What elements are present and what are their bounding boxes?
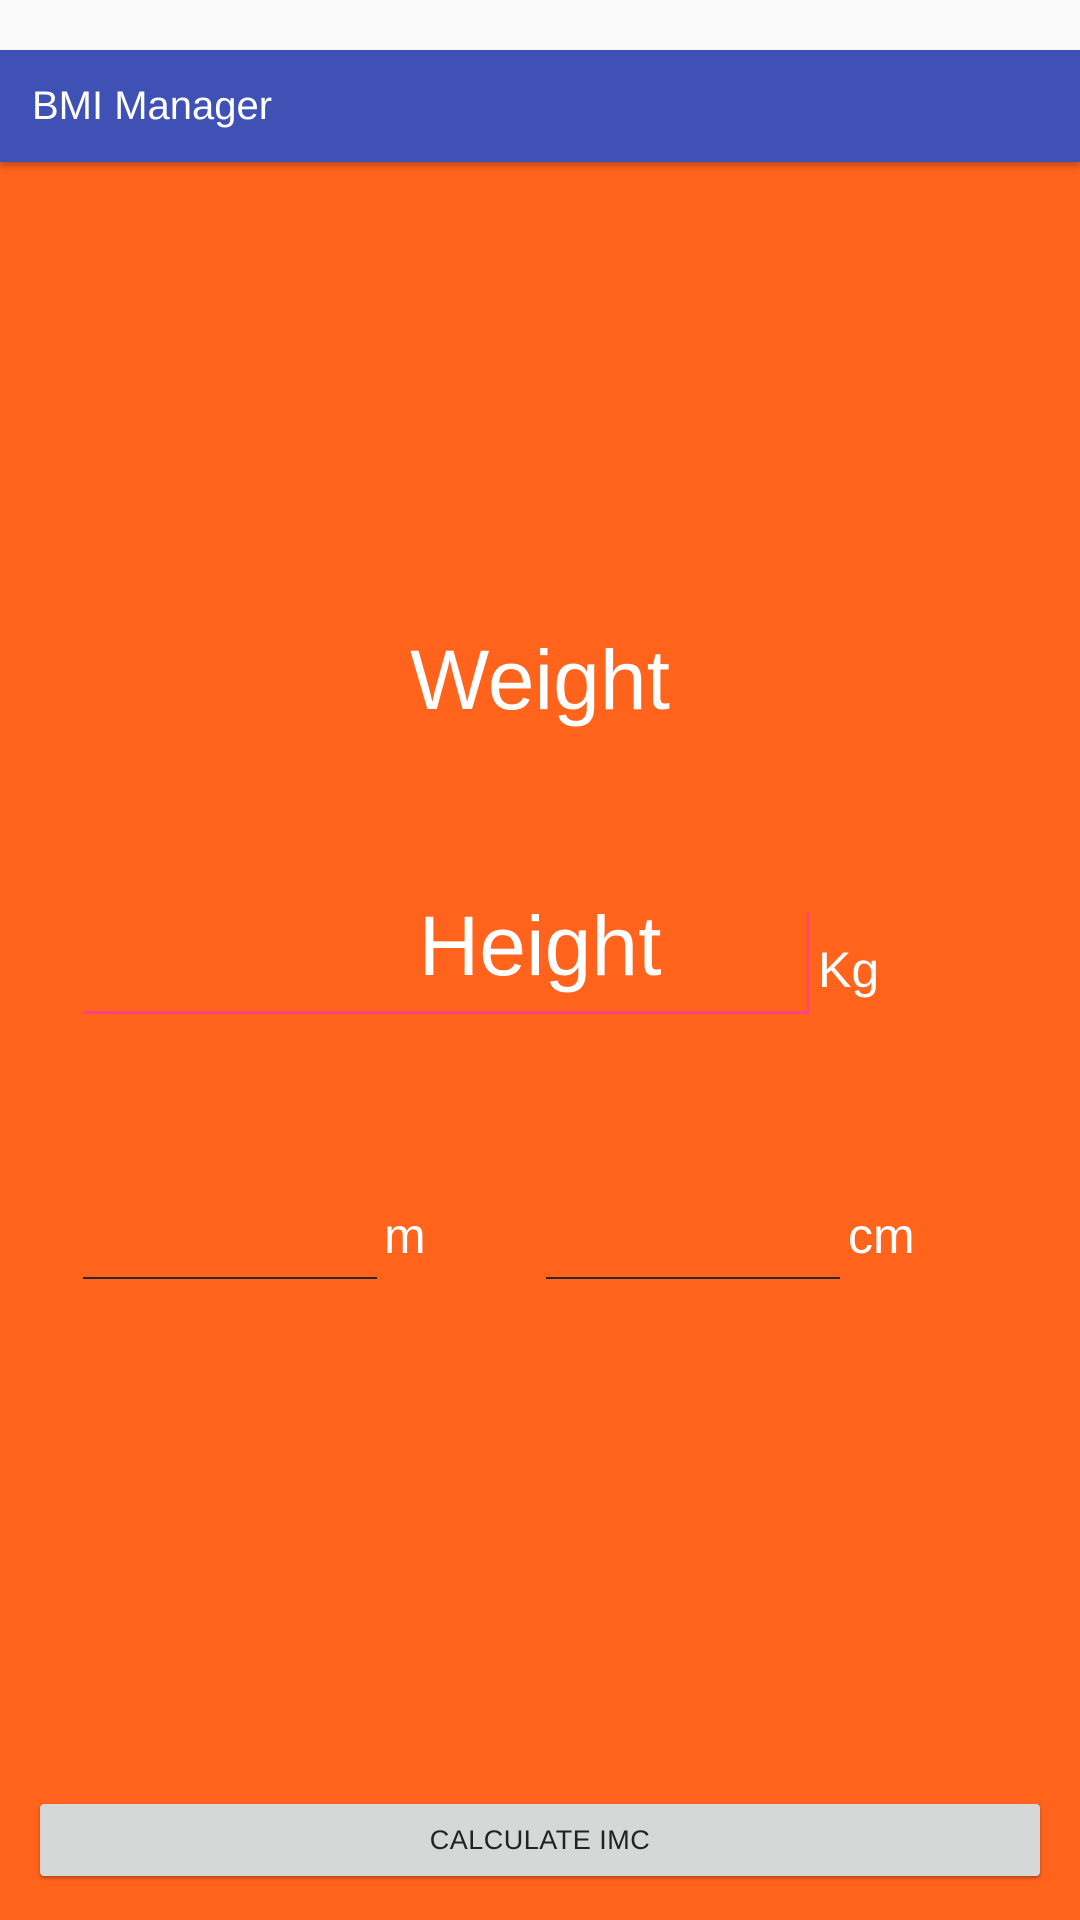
status-bar xyxy=(0,0,1080,50)
app-title: BMI Manager xyxy=(32,84,273,128)
height-centimeters-input[interactable] xyxy=(546,1176,840,1279)
meters-unit-label: m xyxy=(384,1208,426,1264)
calculate-button[interactable]: CALCULATE IMC xyxy=(40,1804,1040,1876)
centimeters-unit-label: cm xyxy=(848,1208,915,1264)
weight-input[interactable] xyxy=(83,910,809,1014)
app-bar: BMI Manager xyxy=(0,50,1080,162)
weight-unit-label: Kg xyxy=(818,942,880,998)
height-heading: Height xyxy=(418,899,662,993)
main-content xyxy=(0,162,1080,1920)
height-meters-input[interactable] xyxy=(83,1176,377,1279)
weight-heading: Weight xyxy=(410,633,670,727)
text-cursor xyxy=(807,912,809,1012)
